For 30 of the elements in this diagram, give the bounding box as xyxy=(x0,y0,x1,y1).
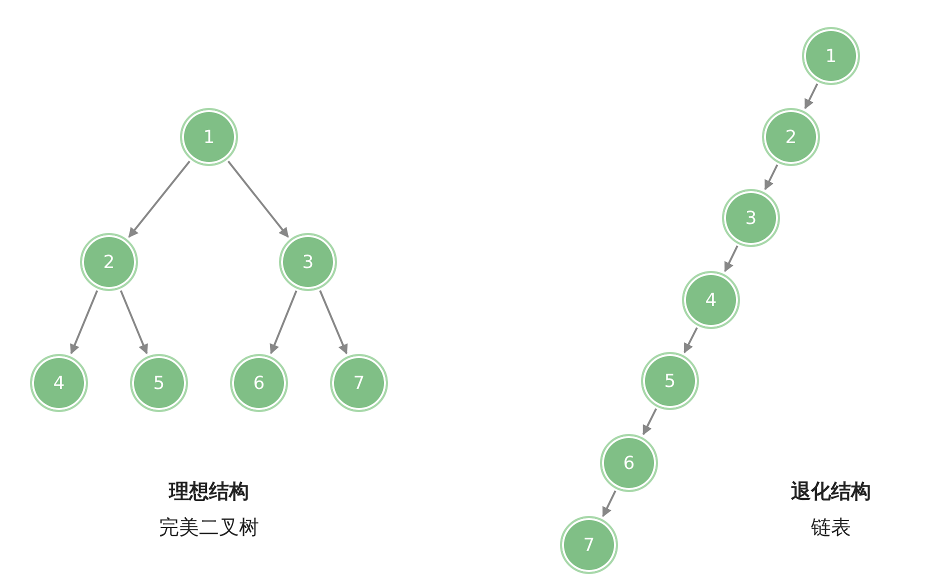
arrow xyxy=(319,290,348,354)
section-subtitle: 链表 xyxy=(811,514,851,541)
section-heading: 理想结构 xyxy=(169,478,249,505)
tree-node: 2 xyxy=(80,233,138,291)
arrow xyxy=(602,490,616,518)
tree-node: 7 xyxy=(330,354,388,412)
tree-node: 6 xyxy=(600,434,658,492)
tree-node: 6 xyxy=(230,354,288,412)
tree-node: 3 xyxy=(722,189,780,247)
arrow xyxy=(270,290,298,354)
tree-node: 5 xyxy=(130,354,188,412)
arrow xyxy=(120,290,148,354)
arrow xyxy=(642,408,658,436)
arrow xyxy=(804,83,818,110)
tree-node: 7 xyxy=(560,516,618,574)
tree-node: 1 xyxy=(802,27,860,85)
tree-node: 2 xyxy=(762,108,820,166)
tree-node: 5 xyxy=(641,352,699,410)
section-heading: 退化结构 xyxy=(791,478,871,505)
arrow xyxy=(227,160,289,238)
tree-node: 4 xyxy=(682,271,740,329)
tree-node: 3 xyxy=(279,233,337,291)
arrow xyxy=(128,160,190,238)
arrow xyxy=(724,245,738,272)
tree-node: 1 xyxy=(180,108,238,166)
arrow xyxy=(764,164,778,190)
tree-node: 4 xyxy=(30,354,88,412)
section-subtitle: 完美二叉树 xyxy=(159,514,259,541)
arrow xyxy=(684,327,698,354)
arrow xyxy=(70,290,98,354)
